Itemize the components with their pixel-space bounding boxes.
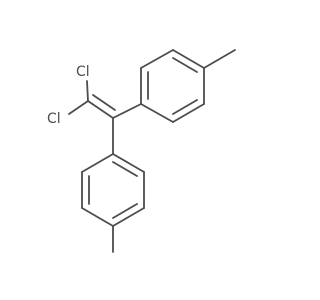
bond-methyl-top (203, 49, 236, 69)
ring2-bond (112, 153, 145, 173)
ring2-bond (81, 207, 114, 227)
ring2-inner-bond (112, 203, 138, 219)
bond-c1-cl-left (68, 100, 89, 115)
ring1-bond (140, 103, 174, 123)
structure-diagram: Cl Cl (47, 49, 236, 253)
ring2-bond (81, 153, 114, 173)
ring1-bond (172, 103, 205, 123)
bond-c1-c2 (87, 100, 114, 119)
ring1-bond (172, 49, 205, 69)
ring1-bond (140, 49, 174, 69)
ring2-bond (112, 207, 145, 227)
bond-c1-c2-double (92, 94, 116, 111)
atom-label-cl-top: Cl (76, 64, 90, 80)
ring1-inner-bond (172, 57, 198, 73)
bond-c2-ring1 (112, 103, 142, 119)
ring2-inner-bond (112, 161, 138, 177)
ring1-inner-bond (172, 99, 198, 115)
bond-c1-cl-top (86, 80, 89, 102)
atom-label-cl-left: Cl (47, 111, 61, 127)
